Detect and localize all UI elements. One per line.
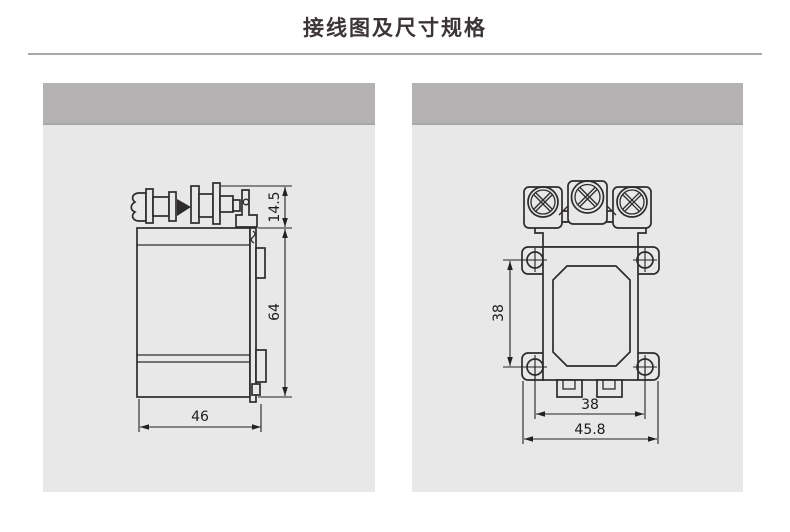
panel-front-view-header: [412, 83, 743, 125]
front-view-dimensions: 38 38 45.8: [491, 259, 659, 444]
dim-hole-spacing-horizontal: 38: [581, 397, 599, 413]
relay-body-side: [136, 227, 251, 398]
page-title: 接线图及尺寸规格: [303, 16, 487, 40]
screw-terminal-center: [567, 180, 608, 225]
screw-terminal-block: [523, 180, 652, 248]
front-view-drawing: 38 38 45.8: [491, 180, 660, 444]
dim-hole-spacing-vertical: 38: [491, 304, 507, 322]
side-view-dimensions: 14.5 64 46: [138, 185, 292, 432]
panel-side-view-header: [43, 83, 375, 125]
dim-overall-width: 45.8: [574, 422, 605, 438]
dim-terminal-height: 14.5: [267, 191, 283, 222]
inner-window: [552, 265, 631, 367]
mounting-feet: [556, 379, 623, 398]
title-divider: [28, 53, 762, 55]
terminal-assembly: [130, 182, 258, 228]
dim-body-width: 46: [191, 409, 209, 425]
relay-body-front: [542, 246, 639, 381]
screw-terminal-right: [612, 186, 652, 229]
screw-terminal-left: [523, 186, 563, 229]
side-view-drawing: 14.5 64 46: [130, 182, 292, 432]
din-rail-clip: [249, 227, 267, 403]
dim-body-height: 64: [267, 303, 283, 321]
